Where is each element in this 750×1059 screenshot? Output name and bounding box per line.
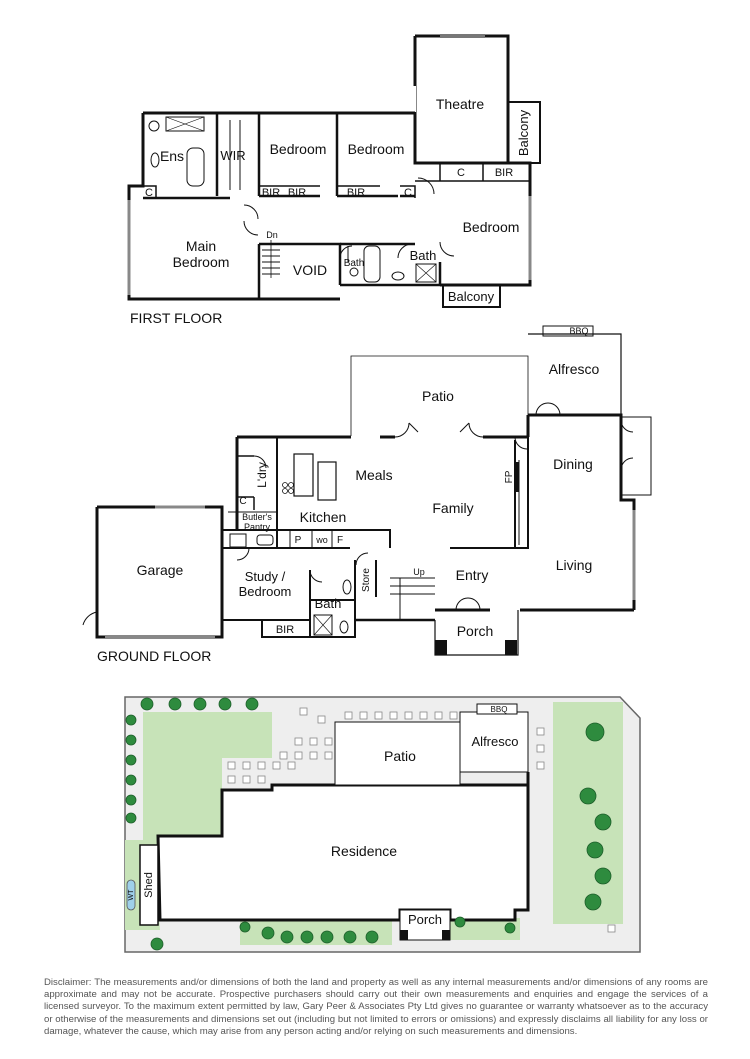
- room-label-alfresco: Alfresco: [549, 361, 600, 377]
- site-label-bbq: BBQ: [491, 705, 508, 714]
- label-closet-right: C: [457, 167, 465, 179]
- room-label-living: Living: [556, 557, 593, 573]
- label-bir-3: BIR: [347, 187, 365, 199]
- label-closet-mid: C: [404, 187, 412, 199]
- room-label-void: VOID: [293, 262, 327, 278]
- room-label-dining: Dining: [553, 456, 593, 472]
- room-label-garage: Garage: [137, 562, 184, 578]
- site-label-water-tank: WT: [128, 889, 135, 901]
- label-fridge: F: [337, 535, 343, 546]
- room-label-bath: Bath: [410, 248, 437, 263]
- room-label-study-bedroom: Study /Bedroom: [239, 569, 292, 599]
- label-bir-1: BIR: [262, 187, 280, 199]
- room-label-laundry: L'dry: [255, 462, 269, 488]
- first-floor-plan: [127, 34, 541, 308]
- site-label-alfresco: Alfresco: [472, 734, 519, 749]
- label-closet-left: C: [145, 187, 153, 199]
- room-label-theatre: Theatre: [436, 96, 484, 112]
- site-plan: [124, 696, 641, 953]
- site-label-patio: Patio: [384, 748, 416, 764]
- label-bbq: BBQ: [569, 326, 588, 336]
- label-fireplace: FP: [504, 470, 515, 483]
- label-wall-oven: wo: [315, 535, 328, 545]
- room-label-balcony-south: Balcony: [448, 289, 495, 304]
- room-label-bedroom-3: Bedroom: [348, 141, 405, 157]
- room-label-bedroom-2: Bedroom: [270, 141, 327, 157]
- label-closet: C: [239, 496, 246, 507]
- room-label-bedroom-4: Bedroom: [463, 219, 520, 235]
- room-label-meals: Meals: [355, 467, 392, 483]
- room-label-bath-ground: Bath: [315, 596, 342, 611]
- ground-floor-title: GROUND FLOOR: [97, 648, 211, 664]
- label-stairs-up: Up: [413, 567, 425, 577]
- site-label-porch: Porch: [408, 912, 442, 927]
- label-pantry: P: [295, 535, 302, 546]
- room-label-balcony-east: Balcony: [516, 109, 531, 156]
- site-label-shed: Shed: [143, 872, 155, 898]
- label-bir-4: BIR: [495, 167, 513, 179]
- label-bir-2: BIR: [288, 187, 306, 199]
- ground-floor-plan: [82, 325, 652, 656]
- disclaimer-text: Disclaimer: The measurements and/or dime…: [44, 977, 708, 1037]
- room-label-bath-small: Bath: [344, 258, 365, 269]
- label-bir: BIR: [276, 624, 294, 636]
- room-label-entry: Entry: [456, 567, 489, 583]
- room-label-store: Store: [361, 568, 372, 592]
- room-label-patio: Patio: [422, 388, 454, 404]
- first-floor-title: FIRST FLOOR: [130, 310, 222, 326]
- room-label-ensuite: Ens: [160, 148, 184, 164]
- room-label-family: Family: [432, 500, 473, 516]
- label-dn: Dn: [266, 230, 278, 240]
- room-label-wir: WIR: [220, 148, 245, 163]
- site-label-residence: Residence: [331, 843, 397, 859]
- room-label-kitchen: Kitchen: [300, 509, 347, 525]
- room-label-porch: Porch: [457, 623, 494, 639]
